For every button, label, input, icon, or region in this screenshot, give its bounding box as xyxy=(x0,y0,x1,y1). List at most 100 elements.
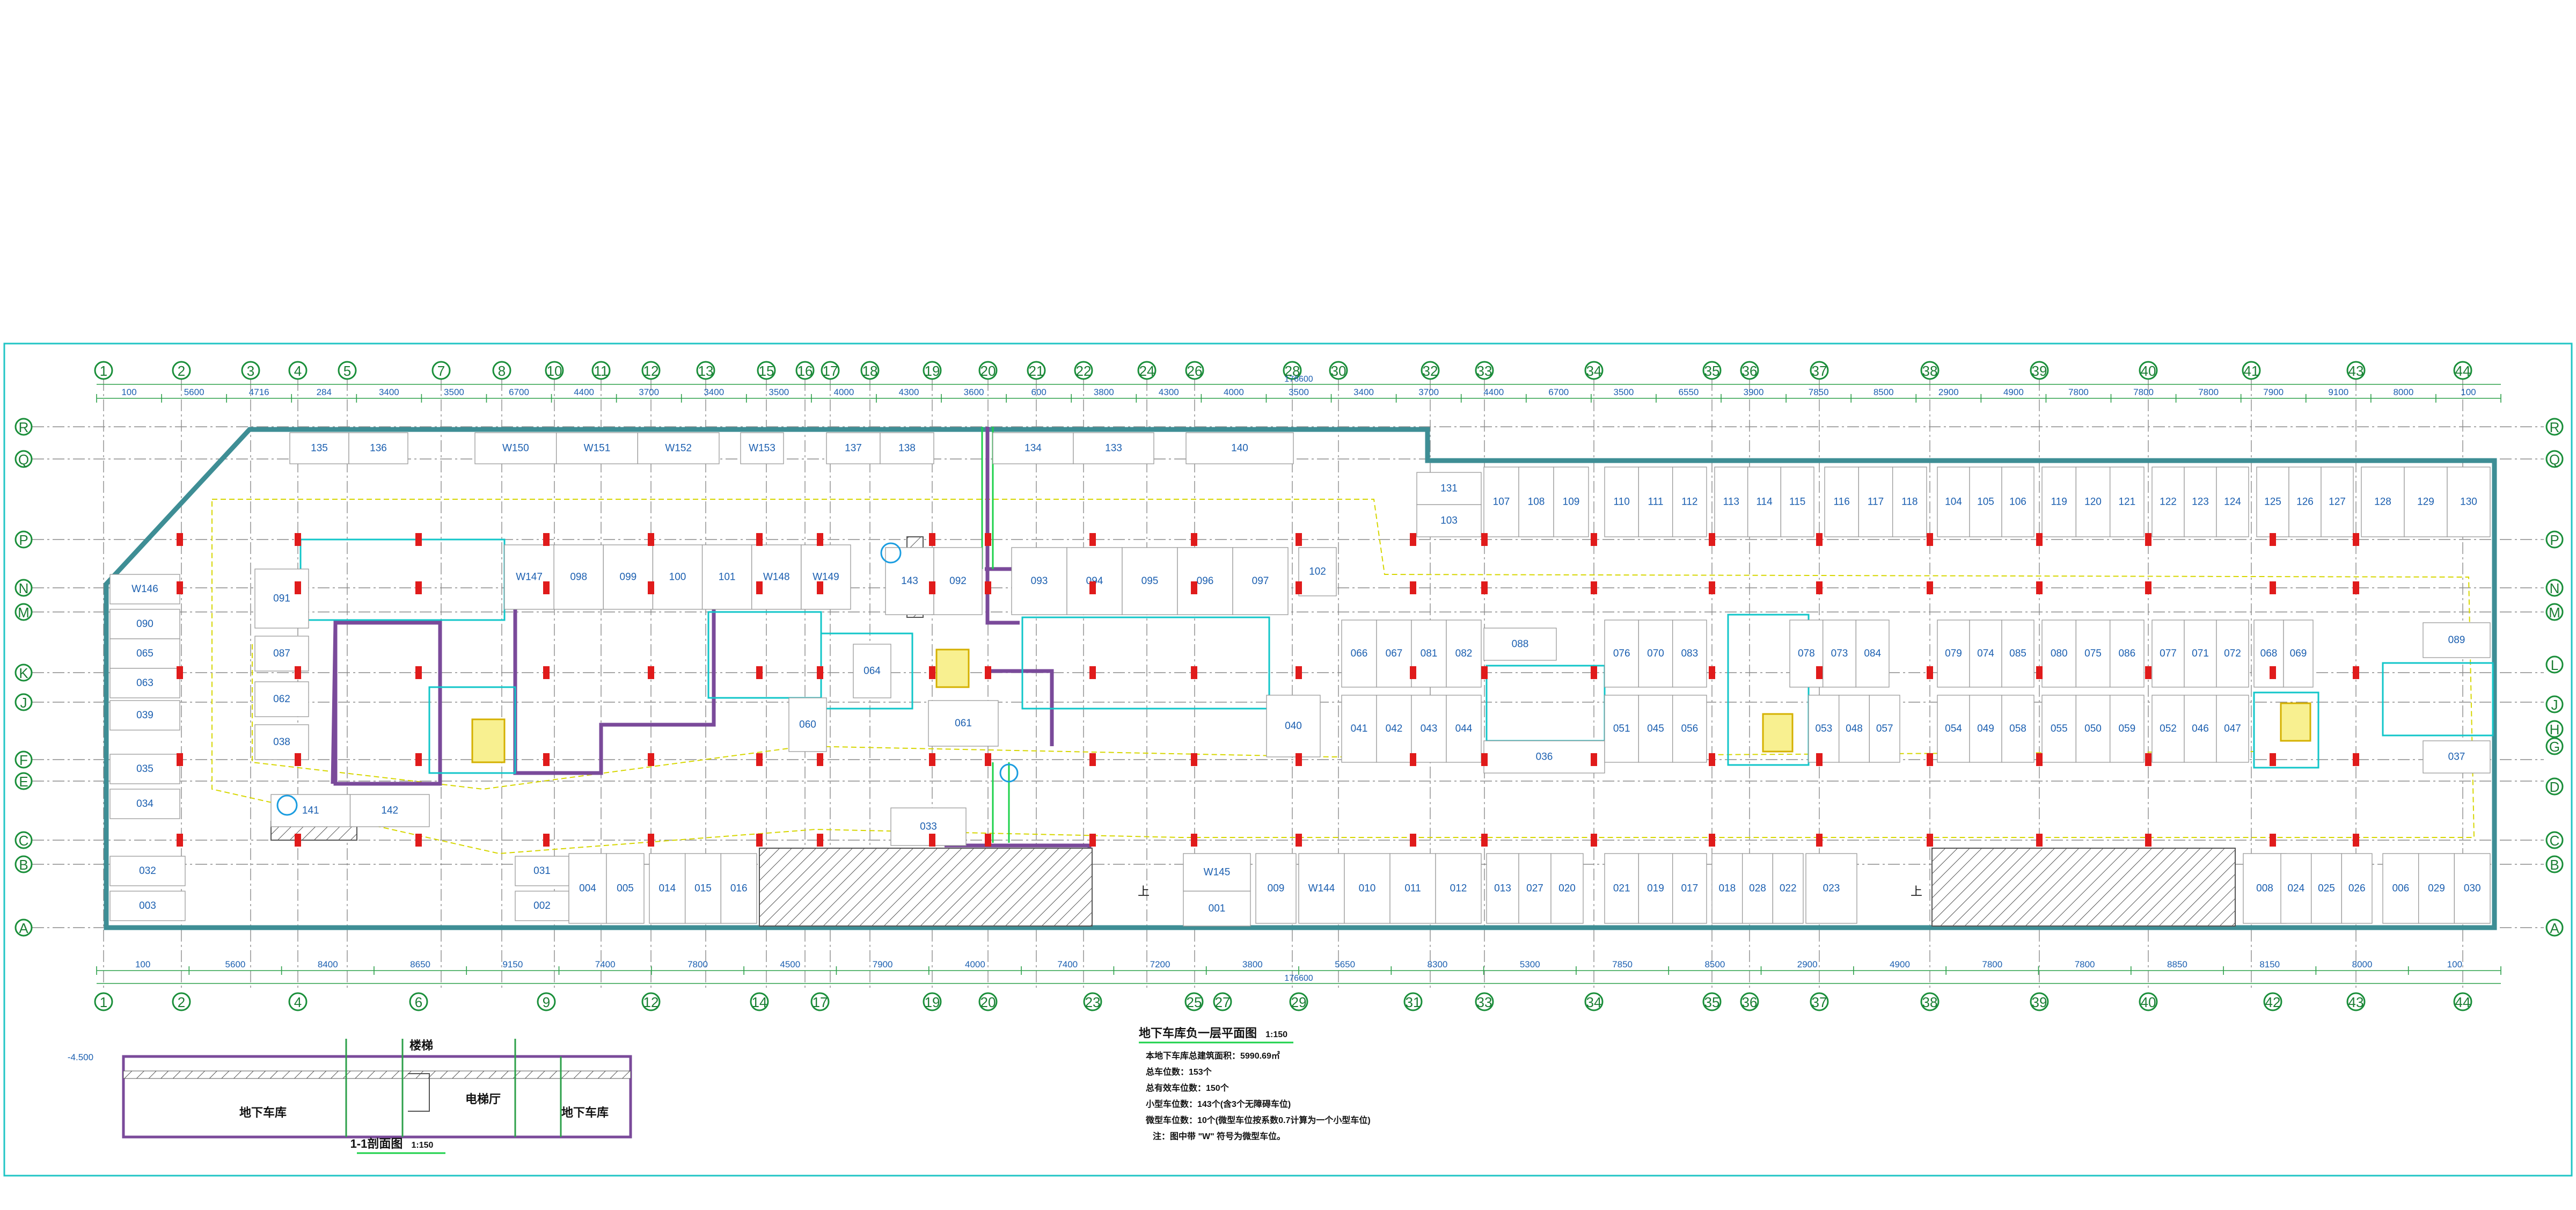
parking-stall: 133 xyxy=(1073,432,1154,464)
bottom-dim: 4500 xyxy=(780,959,800,970)
stall-number: 127 xyxy=(2329,497,2346,508)
axis-label-bottom: 36 xyxy=(1742,994,1758,1010)
parking-stall: 050 xyxy=(2075,695,2111,763)
parking-stall: 111 xyxy=(1638,466,1673,537)
parking-stall: 049 xyxy=(1969,695,2002,763)
stall-number: 036 xyxy=(1536,752,1553,763)
stall-number: 029 xyxy=(2428,883,2445,894)
axis-label-top: 15 xyxy=(759,363,774,379)
structural-column xyxy=(929,834,935,847)
parking-stall: 109 xyxy=(1553,466,1589,537)
stall-number: 112 xyxy=(1681,497,1697,508)
structural-column xyxy=(2270,533,2276,546)
stall-number: 040 xyxy=(1285,720,1302,732)
ramp-up-label-west: 上 xyxy=(1138,885,1150,898)
note-micro-spaces: 微型车位数：10个(微型车位按系数0.7计算为一个小型车位) xyxy=(1145,1115,1371,1125)
parking-stall: 126 xyxy=(2288,466,2322,537)
axis-bubble-row-right: P xyxy=(2545,530,2564,549)
axis-bubble-row-left: A xyxy=(14,919,33,937)
structural-column xyxy=(1709,834,1715,847)
parking-stall: 114 xyxy=(1747,466,1781,537)
structural-column xyxy=(2270,581,2276,594)
structural-column xyxy=(2270,753,2276,766)
axis-label-top: 4 xyxy=(294,363,302,379)
axis-bubble-row-right: D xyxy=(2545,777,2564,796)
axis-label-bottom: 23 xyxy=(1085,994,1101,1010)
structural-column xyxy=(2145,581,2151,594)
stall-number: 021 xyxy=(1613,883,1630,894)
section-scale: 1:150 xyxy=(412,1141,434,1150)
row-label-left: R xyxy=(19,419,29,435)
stall-number: 049 xyxy=(1977,723,1994,734)
plan-title-text: 地下车库负一层平面图 xyxy=(1139,1026,1257,1040)
axis-bubble-top: 18 xyxy=(860,361,880,380)
parking-stall: 071 xyxy=(2184,619,2217,688)
parking-stall: 047 xyxy=(2216,695,2249,763)
parking-stall: 008 xyxy=(2243,853,2287,924)
row-label-right: C xyxy=(2550,833,2560,849)
top-dim: 3400 xyxy=(704,387,724,397)
stall-number: 004 xyxy=(579,883,596,894)
stall-number: W150 xyxy=(502,443,529,454)
elevator-4 xyxy=(2280,702,2311,742)
structural-column xyxy=(2036,834,2043,847)
axis-label-bottom: 2 xyxy=(178,994,185,1010)
axis-label-top: 12 xyxy=(643,363,659,379)
parking-stall: 106 xyxy=(2001,466,2035,537)
structural-column xyxy=(1296,581,1302,594)
row-label-right: D xyxy=(2550,779,2560,795)
row-label-left: B xyxy=(19,857,28,873)
axis-bubble-row-left: N xyxy=(14,579,33,597)
parking-stall: 027 xyxy=(1518,853,1552,924)
parking-stall: 079 xyxy=(1937,619,1970,688)
structural-column xyxy=(1191,581,1197,594)
structural-column xyxy=(1927,834,1933,847)
accessible-parking-icon xyxy=(276,542,1019,816)
stall-number: 001 xyxy=(1209,903,1226,914)
plan-notes: 地下车库负一层平面图 1:150 本地下车库总建筑面积：5990.69㎡ 总车位… xyxy=(1139,1026,1371,1141)
stall-number: 006 xyxy=(2392,883,2409,894)
structural-column xyxy=(985,753,991,766)
parking-stall: 123 xyxy=(2184,466,2217,537)
bottom-dim: 7400 xyxy=(595,959,616,970)
elevator-2 xyxy=(935,648,970,688)
parking-stall: 053 xyxy=(1808,695,1840,763)
parking-stall: 077 xyxy=(2151,619,2185,688)
parking-stall: 134 xyxy=(992,432,1074,464)
stall-number: 108 xyxy=(1528,497,1545,508)
parking-stall: 045 xyxy=(1638,695,1673,763)
axis-label-top: 7 xyxy=(437,363,445,379)
bottom-dim: 8000 xyxy=(2352,959,2373,970)
parking-stall: W147 xyxy=(504,544,554,610)
structural-column xyxy=(2353,666,2359,679)
stall-number: 047 xyxy=(2224,723,2241,734)
structural-column xyxy=(929,581,935,594)
structural-column xyxy=(985,834,991,847)
structural-column xyxy=(543,581,550,594)
axis-bubble-bottom: 44 xyxy=(2453,992,2472,1011)
stall-number: W145 xyxy=(1204,867,1231,878)
stall-number: 140 xyxy=(1231,443,1248,454)
axis-bubble-top: 21 xyxy=(1027,361,1046,380)
structural-column xyxy=(1816,666,1823,679)
structural-column xyxy=(817,533,823,546)
section-title: 1-1剖面图 1:150 xyxy=(350,1137,434,1150)
note-total-spaces: 总车位数：153个 xyxy=(1146,1067,1212,1077)
structural-column xyxy=(177,666,183,679)
axis-label-top: 20 xyxy=(980,363,996,379)
structural-column xyxy=(2036,533,2043,546)
structural-column xyxy=(415,753,422,766)
stall-number: 061 xyxy=(955,718,972,729)
stall-number: 133 xyxy=(1105,443,1122,454)
structural-column xyxy=(985,581,991,594)
parking-stall: 083 xyxy=(1672,619,1707,688)
parking-stall: 072 xyxy=(2216,619,2249,688)
stall-number: 104 xyxy=(1945,497,1962,508)
parking-stall: 014 xyxy=(649,853,686,924)
stall-number: 002 xyxy=(533,900,551,912)
parking-stall: 034 xyxy=(109,789,180,819)
stall-number: 118 xyxy=(1901,497,1918,508)
parking-stall: 037 xyxy=(2423,740,2491,774)
parking-stall: 032 xyxy=(109,856,186,886)
